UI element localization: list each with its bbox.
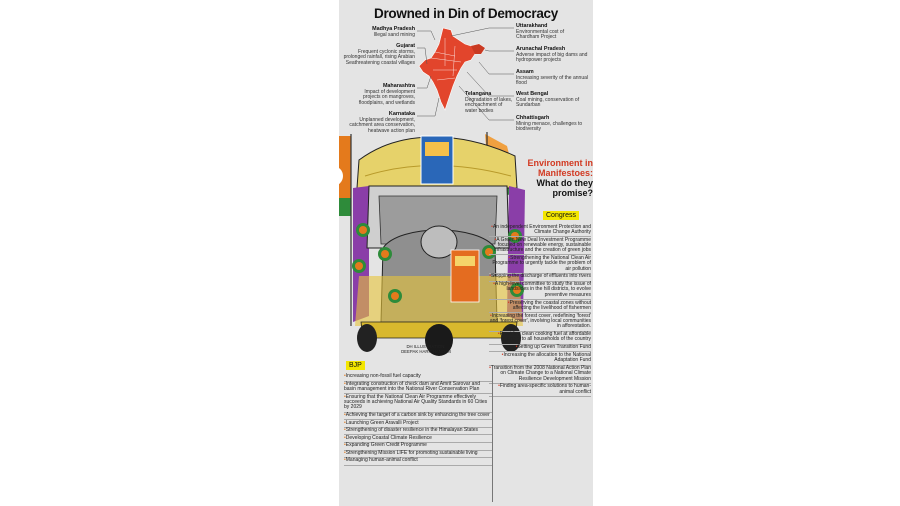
infographic-panel: Drowned in Din of Democracy Madhya Prade… bbox=[339, 0, 593, 506]
list-item: A high-level committee to study the issu… bbox=[489, 281, 591, 301]
illustration-credit: DH ILLUSTRATION: DEEPAK HARICHANDAN bbox=[401, 344, 451, 354]
section-heading: Environment in Manifestoes: What do they… bbox=[527, 158, 593, 198]
list-item: Integrating construction of check dam an… bbox=[344, 381, 492, 395]
list-item: Transition from the 2008 National Action… bbox=[489, 365, 591, 384]
list-item: Strengthening the National Clean Air Pro… bbox=[489, 255, 591, 274]
list-item: Increasing the forest cover, redefining … bbox=[489, 313, 591, 332]
list-item: Increasing the allocation to the Nationa… bbox=[489, 352, 591, 366]
congress-label: Congress bbox=[543, 211, 579, 220]
list-item: Managing human-animal conflict bbox=[344, 458, 492, 466]
bjp-label: BJP bbox=[346, 361, 365, 370]
india-map-icon bbox=[418, 27, 486, 111]
bjp-promises-list: Increasing non-fossil fuel capacity Inte… bbox=[344, 374, 492, 466]
page-title: Drowned in Din of Democracy bbox=[374, 6, 558, 21]
list-item: Providing clean cooking fuel at affordab… bbox=[489, 331, 591, 345]
list-item: Preserving the coastal zones without aff… bbox=[489, 300, 591, 314]
congress-promises-list: An independent Environment Protection an… bbox=[489, 224, 591, 398]
list-item: An independent Environment Protection an… bbox=[489, 224, 591, 238]
column-divider bbox=[492, 366, 493, 502]
list-item: Ensuring that the National Clean Air Pro… bbox=[344, 394, 492, 413]
leader-lines bbox=[417, 27, 514, 121]
list-item: A Green New Deal Investment Programme fo… bbox=[489, 237, 591, 256]
list-item: Finding area-specific solutions to human… bbox=[489, 384, 591, 398]
